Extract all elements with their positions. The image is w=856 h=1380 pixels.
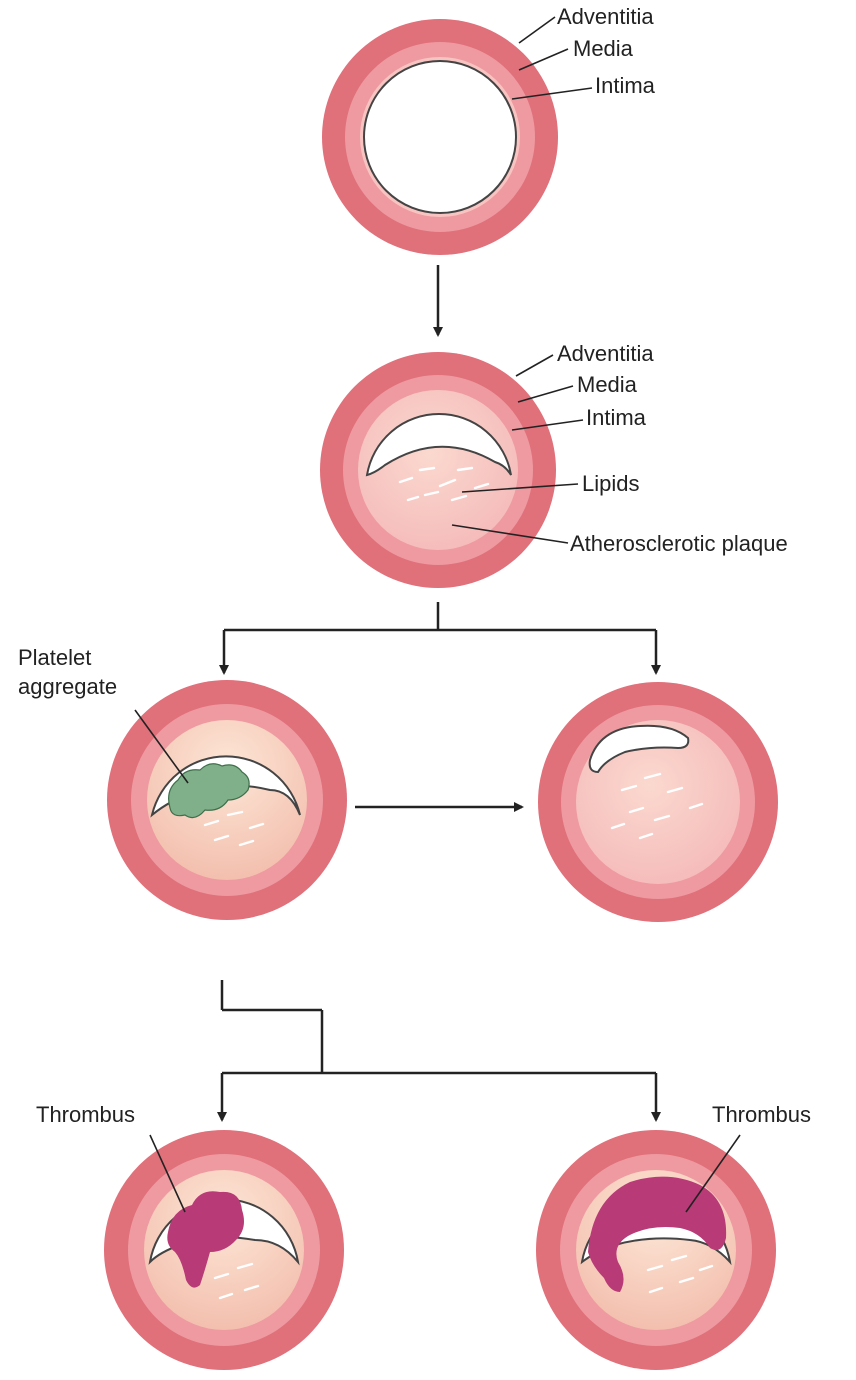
intima-label-2: Intima bbox=[586, 405, 647, 430]
intima-label: Intima bbox=[595, 73, 656, 98]
thrombus-label-2: Thrombus bbox=[712, 1102, 811, 1127]
platelet-artery bbox=[107, 680, 347, 920]
platelet-label-line1: Platelet bbox=[18, 645, 91, 670]
lumen bbox=[364, 61, 516, 213]
branch-connector-2 bbox=[222, 980, 656, 1120]
media-label-2: Media bbox=[577, 372, 638, 397]
lipids-label: Lipids bbox=[582, 471, 639, 496]
atherosclerotic-plaque-label: Atherosclerotic plaque bbox=[570, 531, 788, 556]
occlusive-thrombus-artery bbox=[536, 1130, 776, 1370]
media-label: Media bbox=[573, 36, 634, 61]
thrombus-label-1: Thrombus bbox=[36, 1102, 135, 1127]
advanced-plaque-artery bbox=[538, 682, 778, 922]
plaque-artery bbox=[320, 352, 556, 588]
partial-thrombus-artery bbox=[104, 1130, 344, 1370]
adventitia-label: Adventitia bbox=[557, 4, 654, 29]
platelet-label-line2: aggregate bbox=[18, 674, 117, 699]
adventitia-leader bbox=[519, 17, 555, 43]
branch-connector-1 bbox=[224, 602, 656, 673]
adventitia-leader bbox=[516, 355, 553, 376]
adventitia-label-2: Adventitia bbox=[557, 341, 654, 366]
normal-artery bbox=[322, 19, 558, 255]
